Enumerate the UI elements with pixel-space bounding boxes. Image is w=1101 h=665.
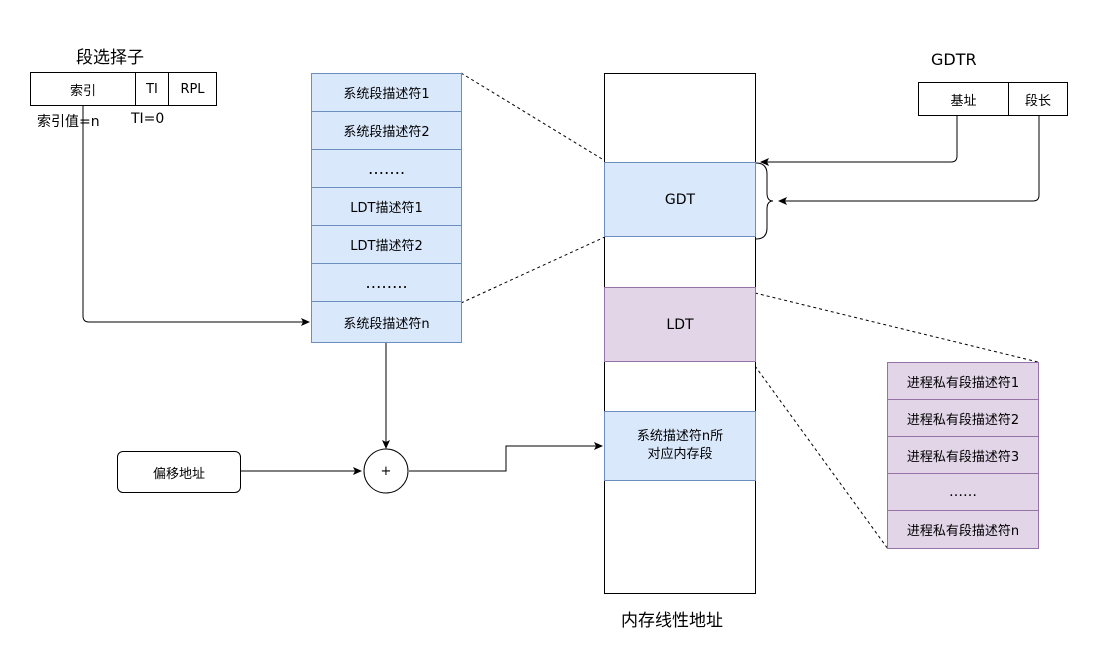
gdtr-title: GDTR — [931, 50, 977, 69]
gdt-row: ……. — [311, 149, 462, 188]
gdtr-limit-arrow — [778, 116, 1040, 205]
adder-symbol: + — [380, 463, 392, 479]
selector-rpl-field: RPL — [168, 72, 217, 106]
gdt-zoom-line-bottom — [460, 235, 608, 304]
gdt-row: LDT描述符2 — [311, 225, 462, 264]
ldt-descriptor-table: 进程私有段描述符1 进程私有段描述符2 进程私有段描述符3 …… 进程私有段描述… — [887, 362, 1039, 549]
memory-gdt-block: GDT — [604, 162, 756, 237]
memory-caption: 内存线性地址 — [621, 611, 723, 631]
selector-index-field: 索引 — [30, 72, 136, 106]
gdt-row: 系统段描述符n — [311, 301, 462, 343]
gdtr-base-field: 基址 — [918, 82, 1009, 116]
gdt-descriptor-table: 系统段描述符1 系统段描述符2 ……. LDT描述符1 LDT描述符2 ……..… — [311, 73, 462, 343]
gdt-row: LDT描述符1 — [311, 187, 462, 226]
ldt-row: 进程私有段描述符3 — [887, 436, 1039, 474]
gdt-row: 系统段描述符2 — [311, 111, 462, 150]
ldt-row: 进程私有段描述符2 — [887, 399, 1039, 437]
ldt-zoom-line-top — [754, 292, 1039, 363]
gdt-range-brace — [755, 162, 774, 240]
ldt-zoom-line-bottom — [754, 365, 889, 550]
selector-ti-value: TI=0 — [131, 111, 165, 127]
ldt-row: …… — [887, 473, 1039, 511]
segment-label-line1: 系统描述符n所 — [636, 429, 724, 444]
ldt-row: 进程私有段描述符1 — [887, 362, 1039, 400]
offset-address-box: 偏移地址 — [117, 451, 241, 493]
selector-title: 段选择子 — [76, 48, 144, 68]
gdt-zoom-line-top — [460, 72, 608, 163]
gdt-row: …….. — [311, 263, 462, 302]
adder-circle — [363, 448, 409, 494]
selector-ti-field: TI — [135, 72, 169, 106]
memory-ldt-block: LDT — [604, 287, 756, 362]
gdtr-base-arrow — [760, 116, 958, 166]
index-to-descriptor-arrow — [82, 97, 310, 326]
segment-label-line2: 对应内存段 — [647, 447, 713, 462]
adder-to-segment-arrow — [409, 442, 603, 472]
ldt-row: 进程私有段描述符n — [887, 510, 1039, 549]
memory-target-segment: 系统描述符n所 对应内存段 — [604, 411, 756, 481]
gdtr-limit-field: 段长 — [1008, 82, 1068, 116]
gdt-row: 系统段描述符1 — [311, 73, 462, 112]
selector-index-value: 索引值=n — [37, 114, 100, 130]
